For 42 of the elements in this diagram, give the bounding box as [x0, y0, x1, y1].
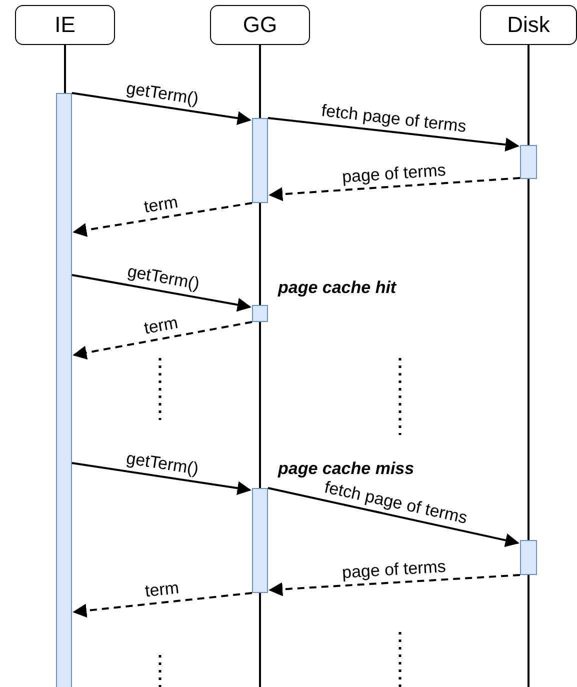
lifeline: [64, 45, 66, 93]
lifeline-header: [210, 5, 310, 45]
message-arrow: [72, 462, 252, 496]
message-label: page of terms: [342, 557, 447, 582]
message-label: term: [142, 314, 179, 338]
message-label: page of terms: [342, 161, 447, 186]
message-arrow: [72, 92, 252, 126]
message-arrow: [268, 177, 520, 202]
activation-bar: [252, 305, 268, 322]
message-label: fetch page of terms: [322, 478, 469, 528]
activation-bar: [520, 145, 537, 179]
lifeline-header: [15, 5, 115, 45]
participant-name: IE: [54, 12, 76, 38]
activation-bar: [252, 118, 268, 203]
note-text: page cache hit: [278, 278, 396, 298]
message-label: getTerm(): [126, 79, 200, 108]
lifeline: [259, 203, 261, 305]
message-arrow: [268, 117, 520, 152]
message-arrow: [72, 592, 252, 618]
message-arrow: [268, 574, 520, 596]
message-label: term: [142, 193, 180, 216]
lifeline: [528, 179, 530, 540]
message-label: fetch page of terms: [320, 102, 468, 136]
lifeline: [528, 45, 530, 145]
note-text: page cache miss: [278, 459, 414, 479]
activation-bar: [520, 540, 537, 575]
lifeline-header: [480, 5, 577, 45]
lifeline: [259, 322, 261, 488]
message-label: getTerm(): [126, 262, 201, 294]
lifeline: [259, 45, 261, 118]
message-arrow: [72, 321, 252, 360]
activation-bar: [56, 93, 72, 687]
participant-name: Disk: [507, 12, 550, 38]
lifeline: [259, 593, 261, 687]
message-label: getTerm(): [126, 449, 200, 478]
message-arrow: [268, 487, 520, 548]
lifeline: [528, 575, 530, 687]
message-arrow: [72, 274, 252, 312]
participant-name: GG: [242, 12, 278, 38]
message-label: term: [144, 578, 180, 600]
activation-bar: [252, 488, 268, 593]
message-arrow: [72, 202, 252, 237]
